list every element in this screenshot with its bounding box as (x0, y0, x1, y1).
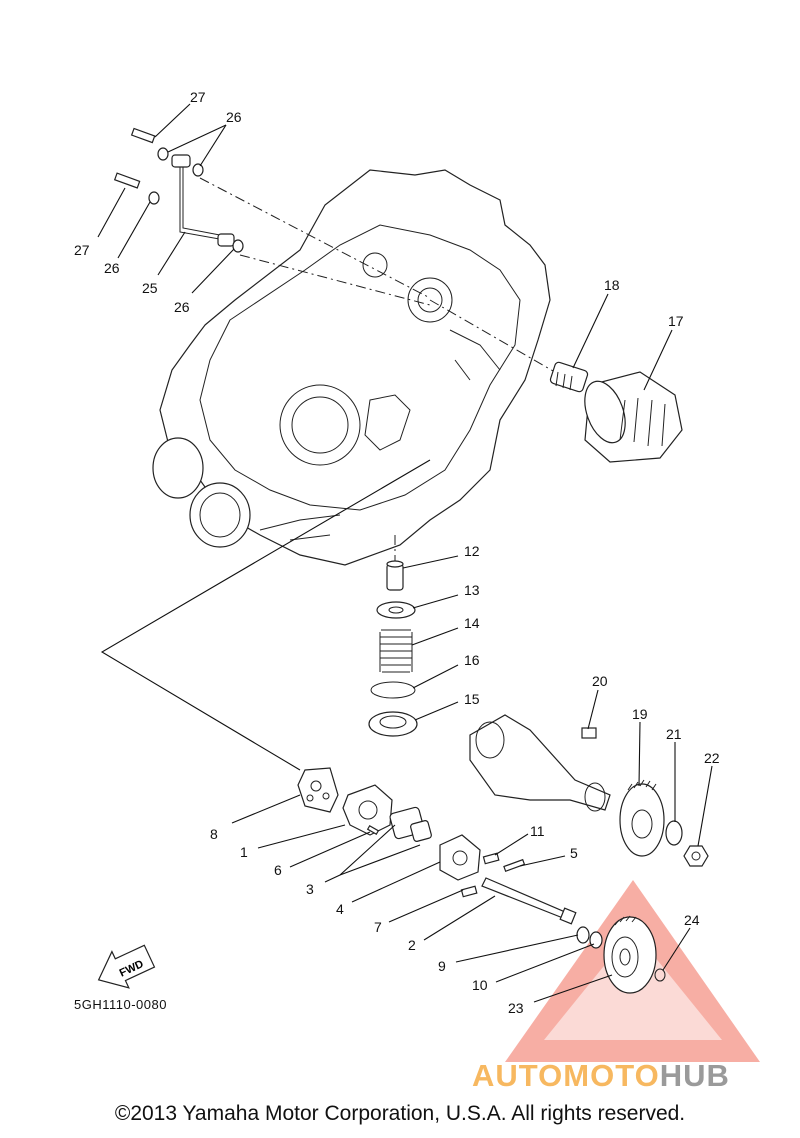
o-ring (370, 681, 416, 699)
pump-screws (460, 852, 500, 898)
callout-label: 18 (604, 277, 620, 293)
callout-label: 8 (210, 826, 218, 842)
callout-label: 13 (464, 582, 480, 598)
oil-seal (368, 711, 418, 737)
oil-delivery-pipe (171, 154, 235, 247)
callout-label: 7 (374, 919, 382, 935)
callout-label: 14 (464, 615, 480, 631)
pump-driven-gear (603, 915, 657, 994)
callout-label: 19 (632, 706, 648, 722)
watermark-text-b: HUB (659, 1058, 730, 1093)
callout-label: 23 (508, 1000, 524, 1016)
callout-label: 27 (190, 89, 206, 105)
callout-label: 17 (668, 313, 684, 329)
relief-valve-pipe (386, 560, 404, 591)
watermark-text-a: AUTOMOTO (472, 1058, 660, 1093)
oil-filter-union-bolt (549, 361, 589, 393)
callout-label: 21 (666, 726, 682, 742)
pump-gasket (297, 767, 339, 813)
callout-labels: 27 26 27 26 25 26 18 17 12 13 14 16 15 2… (74, 89, 720, 1016)
callout-label: 27 (74, 242, 90, 258)
oil-pump-housing (342, 784, 393, 836)
callout-leaders (97, 103, 713, 1003)
callout-label: 15 (464, 691, 480, 707)
callout-label: 26 (226, 109, 242, 125)
callout-label: 16 (464, 652, 480, 668)
thrust-washers (576, 926, 603, 949)
pump-rotor (389, 806, 432, 842)
drive-shaft-assembly (469, 714, 611, 812)
drive-pin (503, 858, 526, 873)
oil-filter-cartridge (584, 371, 683, 463)
relief-valve-spring (379, 629, 413, 673)
drawing-code: 5GH1110-0080 (74, 997, 167, 1012)
watermark-logo: AUTOMOTOHUB (472, 1058, 730, 1094)
callout-label: 11 (530, 823, 545, 839)
circlip (654, 968, 666, 982)
relief-valve-cap (376, 601, 416, 619)
callout-label: 9 (438, 958, 446, 974)
callout-label: 26 (174, 299, 190, 315)
callout-label: 10 (472, 977, 488, 993)
reference-lines (199, 177, 561, 565)
callout-label: 22 (704, 750, 720, 766)
callout-label: 20 (592, 673, 608, 689)
union-bolt (113, 127, 156, 189)
pump-drive-shaft (481, 877, 577, 925)
callout-label: 2 (408, 937, 416, 953)
callout-label: 26 (104, 260, 120, 276)
callout-label: 1 (240, 844, 248, 860)
crankcase-cover (152, 169, 551, 566)
drive-gear (619, 779, 665, 857)
callout-label: 24 (684, 912, 700, 928)
woodruff-key (581, 727, 597, 739)
callout-label: 4 (336, 901, 344, 917)
callout-label: 6 (274, 862, 282, 878)
callout-label: 3 (306, 881, 314, 897)
forward-direction-arrow: FWD (97, 944, 156, 989)
callout-label: 25 (142, 280, 158, 296)
drive-gear-nut (683, 845, 709, 867)
pump-pin (366, 824, 380, 836)
callout-label: 5 (570, 845, 578, 861)
gasket-washers (148, 147, 244, 253)
pump-cover (439, 834, 481, 881)
copyright-notice: ©2013 Yamaha Motor Corporation, U.S.A. A… (114, 1102, 686, 1125)
lock-washer (665, 820, 683, 846)
callout-label: 12 (464, 543, 480, 559)
